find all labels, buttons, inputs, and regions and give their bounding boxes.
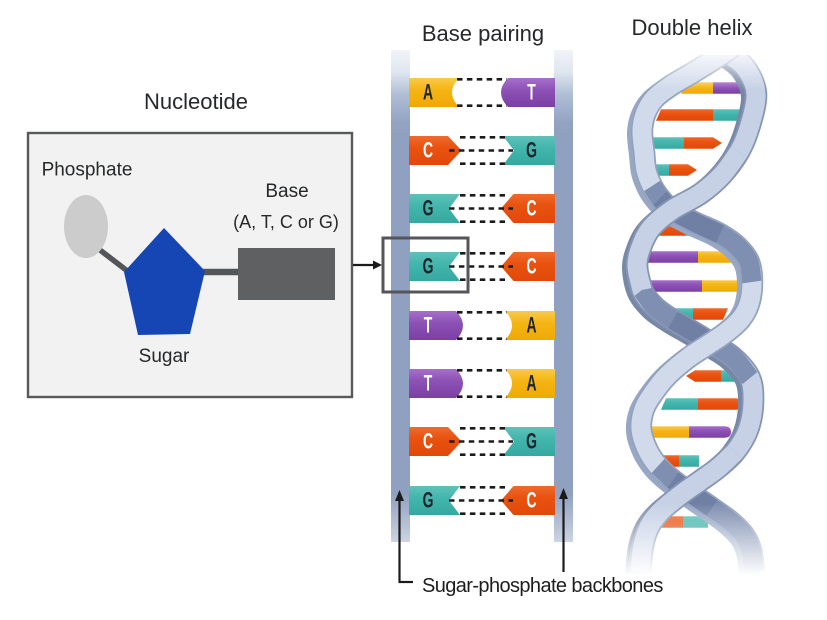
svg-text:C: C bbox=[423, 428, 433, 453]
svg-text:C: C bbox=[526, 253, 536, 278]
svg-text:A: A bbox=[423, 79, 433, 104]
svg-text:G: G bbox=[423, 487, 434, 512]
svg-text:G: G bbox=[526, 428, 537, 453]
svg-text:A: A bbox=[526, 370, 536, 395]
svg-text:G: G bbox=[526, 137, 537, 162]
svg-text:G: G bbox=[423, 253, 434, 278]
svg-text:Phosphate: Phosphate bbox=[42, 160, 133, 181]
svg-text:A: A bbox=[526, 312, 536, 337]
svg-text:Double helix: Double helix bbox=[631, 15, 752, 40]
svg-text:Sugar: Sugar bbox=[139, 346, 190, 367]
svg-text:G: G bbox=[423, 195, 434, 220]
svg-text:T: T bbox=[527, 79, 536, 104]
svg-text:Base: Base bbox=[265, 181, 308, 202]
svg-text:T: T bbox=[424, 370, 433, 395]
svg-text:(A, T, C or G): (A, T, C or G) bbox=[233, 212, 339, 232]
svg-text:C: C bbox=[423, 137, 433, 162]
svg-text:Base pairing: Base pairing bbox=[422, 21, 544, 46]
svg-text:T: T bbox=[424, 312, 433, 337]
svg-text:Sugar-phosphate backbones: Sugar-phosphate backbones bbox=[422, 575, 663, 597]
svg-text:C: C bbox=[526, 195, 536, 220]
svg-text:C: C bbox=[526, 487, 536, 512]
svg-text:Nucleotide: Nucleotide bbox=[144, 89, 248, 114]
